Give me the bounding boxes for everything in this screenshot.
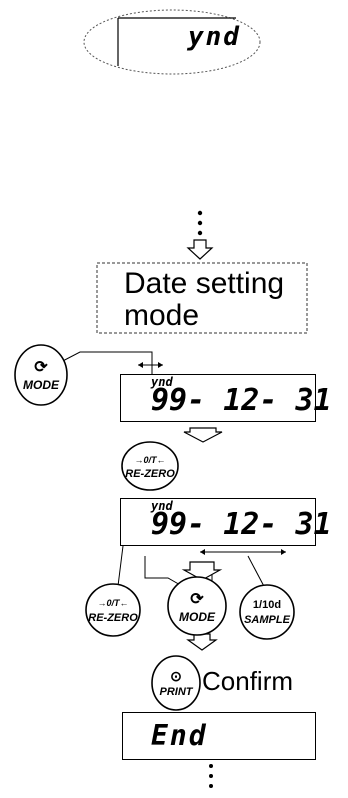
display-1-indicator: ynd <box>151 375 173 389</box>
lcd-display-end: End <box>122 712 316 760</box>
display-2-indicator: ynd <box>151 499 173 513</box>
date-mode-line1: Date setting <box>124 267 285 300</box>
rezero-label: RE-ZERO <box>88 612 138 624</box>
mode-label: MODE <box>23 378 59 392</box>
sample-button-shape <box>239 584 295 640</box>
sample-label: SAMPLE <box>244 614 290 626</box>
confirm-label: Confirm <box>202 666 294 696</box>
end-display-value: End <box>151 719 208 752</box>
lcd-display-1: ynd 99- 12- 31 <box>120 374 332 422</box>
print-button-shape <box>151 655 201 711</box>
rezero-top: →0/T← <box>134 455 166 465</box>
print-button[interactable]: ⊙ PRINT <box>152 656 200 710</box>
date-mode-line2: mode <box>124 299 200 332</box>
mode-button-2-shape <box>167 576 227 636</box>
display-1-value: 99- 12- 31 <box>151 383 332 418</box>
top-display-value: ynd <box>188 22 241 52</box>
print-label: PRINT <box>159 686 193 698</box>
rezero-button-2-shape <box>85 583 141 637</box>
mode-icon: ⟳ <box>190 591 204 608</box>
sample-top: 1/10d <box>252 599 282 611</box>
mode-button-1-shape <box>14 344 68 406</box>
lcd-display-2: ynd 99- 12- 31 <box>120 498 332 546</box>
date-setting-mode-label: Date setting mode <box>124 268 284 332</box>
sample-button[interactable]: 1/10d SAMPLE <box>240 585 294 639</box>
down-arrow-icon <box>186 239 214 260</box>
display-2-value: 99- 12- 31 <box>151 507 332 542</box>
rezero-top: →0/T← <box>97 598 129 608</box>
mode-label: MODE <box>179 610 215 624</box>
rezero-label: RE-ZERO <box>125 468 175 480</box>
date-mode-box <box>96 262 308 334</box>
mode-icon: ⟳ <box>34 359 48 376</box>
mode-button-2[interactable]: ⟳ MODE <box>168 577 226 635</box>
mode-button-1[interactable]: ⟳ MODE <box>15 345 67 405</box>
rezero-button-1[interactable]: →0/T← RE-ZERO <box>122 442 178 490</box>
rezero-button-2[interactable]: →0/T← RE-ZERO <box>86 584 140 636</box>
rezero-button-1-shape <box>121 441 179 491</box>
top-display-outline <box>83 9 261 75</box>
print-icon: ⊙ <box>170 668 182 684</box>
